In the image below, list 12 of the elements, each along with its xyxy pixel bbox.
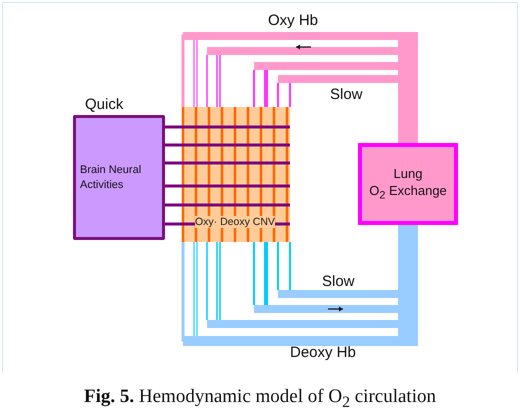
flow-label: Deoxy Hb	[290, 344, 356, 361]
node-label: Lung	[394, 164, 422, 182]
flow-label: Slow	[330, 86, 363, 103]
node-label: O$_{2}$ Exchange	[369, 182, 447, 204]
flow-label: Oxy Hb	[268, 12, 318, 29]
node-label: Brain Neural Activities	[80, 162, 142, 192]
signal-lines	[164, 126, 292, 226]
region-label: Oxy· Deoxy CNV	[195, 216, 275, 228]
speed-label: Quick	[85, 96, 124, 113]
figure-caption: Fig. 5. Hemodynamic model of O$_{2}$ circulation	[83, 386, 437, 412]
flow-label: Slow	[322, 273, 355, 290]
lung-box	[358, 143, 458, 225]
